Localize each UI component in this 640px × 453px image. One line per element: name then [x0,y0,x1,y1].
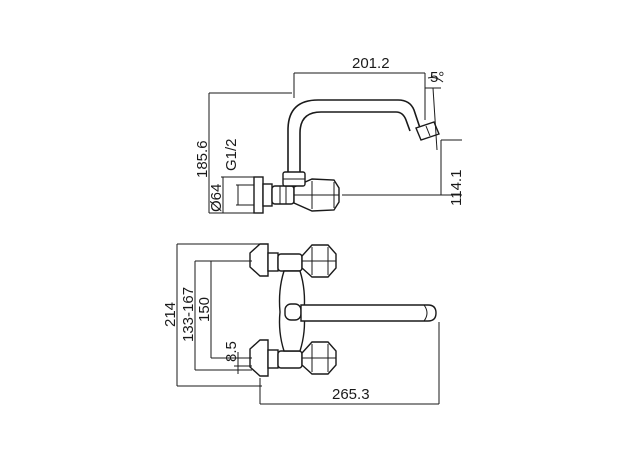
upper-wall-flange [249,243,269,277]
upper-valve-body [277,253,303,272]
dim-overall-projection: 265.3 [332,386,370,403]
spout-swivel [284,303,302,321]
front-view: 214 133-167 150 8.5 265.3 [162,243,440,405]
dim-overall-width: 214 [162,302,179,327]
side-valve-body [271,185,295,205]
front-spout [300,304,437,322]
dim-centre-distance: 150 [196,297,213,322]
dim-offset: 8.5 [223,341,240,362]
lower-valve-body [277,350,303,369]
side-inlet-nut [262,183,273,207]
dim-centre-range: 133-167 [180,287,197,342]
dim-spout-reach: 201.2 [352,55,390,72]
dim-flange-diameter: Ø64 [208,184,225,212]
lower-wall-flange [249,339,269,377]
side-wall-flange [253,176,264,214]
dim-outlet-height: 114.1 [448,170,465,206]
side-spout [287,99,421,172]
dim-spout-angle: 5° [430,69,444,86]
side-view: 201.2 5° 114.1 185.6 G1/2 Ø64 [194,55,465,214]
dim-overall-height: 185.6 [194,140,211,178]
dim-thread: G1/2 [223,138,240,171]
